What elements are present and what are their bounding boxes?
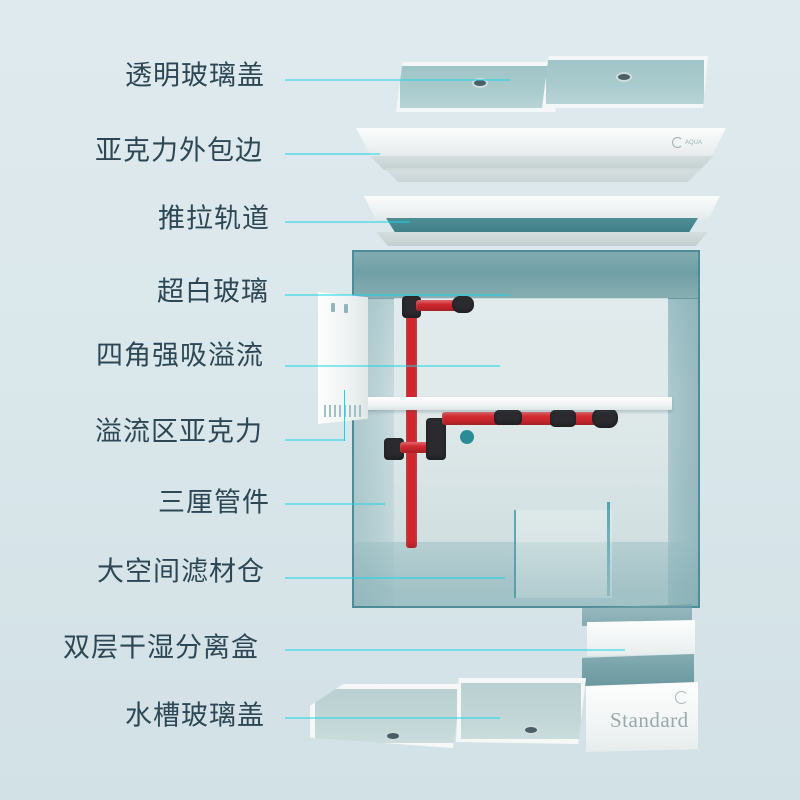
sump-middle-glass-band [582, 654, 694, 686]
tank-glass-body [350, 250, 700, 608]
leader-sump-glass-lid [285, 717, 500, 719]
sliding-track-part [364, 196, 720, 248]
track-top-face [364, 196, 720, 220]
top-glass-lid-assembly [396, 56, 708, 120]
label-large-media-chamber: 大空间滤材仓 [97, 556, 265, 588]
top-pipe-end-cap [452, 296, 474, 313]
label-sump-glass-lid: 水槽玻璃盖 [125, 700, 265, 732]
corner-overflow-box [318, 292, 368, 424]
manifold-lower-stub [400, 442, 430, 453]
leader-three-mm-fittings [285, 503, 385, 505]
label-sliding-track: 推拉轨道 [158, 203, 270, 235]
top-glass-lid-right-panel [542, 56, 708, 108]
overflow-box-body [318, 292, 368, 424]
brand-mark-icon-sump [675, 691, 688, 704]
acrylic-outer-trim-part: AQUA [356, 128, 726, 184]
sump-stack: Standard [582, 604, 704, 756]
dry-wet-separation-box [587, 620, 695, 656]
leader-double-layer-dry-wet-box [285, 649, 625, 651]
track-bottom-lip [376, 232, 708, 246]
leader-sliding-track [285, 221, 410, 223]
label-overflow-zone-acrylic: 溢流区亚克力 [95, 416, 263, 448]
acrylic-trim-front-edge [370, 156, 714, 170]
leader-overflow-zone-acrylic-v [344, 390, 345, 441]
label-three-mm-fittings: 三厘管件 [158, 487, 270, 519]
media-chamber-divider-1 [514, 510, 612, 598]
manifold-main-pipe [442, 412, 602, 425]
overflow-slot-2 [344, 304, 348, 313]
label-ultra-white-glass: 超白玻璃 [157, 276, 269, 308]
brand-logo-sump [675, 691, 688, 704]
sump-box-label: Standard [610, 708, 689, 732]
sump-lid-handle-right-icon [525, 727, 537, 733]
leader-overflow-zone-acrylic-h [285, 439, 345, 441]
overflow-comb-teeth [324, 405, 362, 417]
label-double-layer-dry-wet-box: 双层干湿分离盒 [63, 632, 259, 664]
media-chamber-divider-2 [607, 502, 610, 596]
standard-sump-box: Standard [586, 682, 698, 752]
manifold-union-2 [550, 410, 576, 427]
brand-mark-icon [671, 137, 683, 148]
lid-handle-right-icon [618, 74, 630, 80]
track-teal-inner-band [386, 218, 698, 234]
sump-glass-lid-assembly [310, 676, 586, 756]
manifold-tee-fitting [426, 418, 446, 460]
manifold-end-cap [592, 408, 618, 428]
sump-upper-glass-rim [582, 604, 692, 626]
sump-glass-lid-right-panel [456, 678, 586, 744]
acrylic-trim-lower-lip [384, 168, 702, 182]
acrylic-trim-top-face [356, 128, 726, 158]
tank-top-rim [354, 252, 698, 299]
brand-logo-text: AQUA [684, 139, 702, 146]
leader-ultra-white-glass [285, 294, 510, 296]
label-transparent-glass-lid: 透明玻璃盖 [125, 60, 265, 92]
manifold-left-elbow [384, 438, 404, 460]
top-horizontal-pipe [416, 300, 460, 311]
leader-acrylic-outer-trim [285, 153, 380, 155]
top-glass-lid-left-panel [396, 62, 562, 112]
sump-glass-lid-left-panel [310, 684, 462, 748]
internal-acrylic-shelf-bar [350, 397, 672, 410]
tank-floor [354, 542, 698, 606]
main-glass-tank [350, 250, 700, 608]
overflow-slot-1 [331, 303, 335, 312]
sump-lid-handle-left-icon [387, 733, 399, 739]
leader-four-corner-overflow [285, 365, 500, 367]
manifold-union-1 [494, 410, 522, 425]
bulkhead-port-indicator [460, 430, 474, 444]
vertical-riser-pipe [406, 310, 417, 548]
label-four-corner-overflow: 四角强吸溢流 [96, 340, 264, 372]
brand-logo-trim: AQUA [671, 137, 702, 148]
leader-large-media-chamber [285, 577, 505, 579]
leader-transparent-glass-lid [285, 79, 510, 81]
lid-handle-left-icon [474, 80, 486, 86]
label-acrylic-outer-trim: 亚克力外包边 [95, 135, 263, 167]
